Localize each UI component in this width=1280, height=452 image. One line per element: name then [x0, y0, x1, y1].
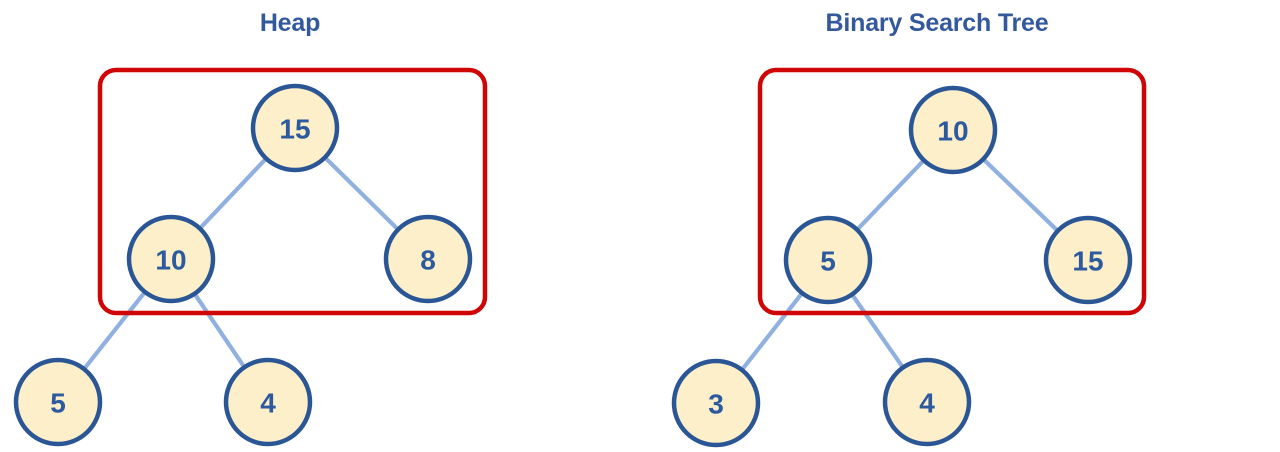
- highlight-boxes-layer: [97, 67, 1147, 316]
- node-circle: [908, 85, 998, 175]
- tree-edge: [854, 157, 927, 233]
- node-circle: [882, 357, 972, 447]
- node-label: 5: [820, 246, 836, 277]
- tree-edge: [322, 154, 401, 233]
- tree-edge: [81, 289, 148, 372]
- node-label: 4: [260, 388, 276, 419]
- node-circle: [250, 83, 340, 173]
- tree-node[interactable]: 10: [126, 214, 216, 304]
- node-circle: [383, 214, 473, 304]
- node-circle: [223, 357, 313, 447]
- tree-edge: [739, 290, 805, 373]
- tree-node[interactable]: 3: [671, 358, 761, 448]
- node-circle: [783, 215, 873, 305]
- node-circle: [671, 358, 761, 448]
- node-label: 3: [708, 389, 724, 420]
- tree-node[interactable]: 15: [250, 83, 340, 173]
- nodes-layer: 15 10 8 5 4 10 5 15 3 4: [13, 83, 1133, 448]
- tree-node[interactable]: 8: [383, 214, 473, 304]
- tree-edge: [197, 155, 269, 232]
- heap-highlight-box: [97, 67, 488, 316]
- node-label: 8: [420, 245, 436, 276]
- node-label: 10: [155, 245, 186, 276]
- tree-node[interactable]: 5: [783, 215, 873, 305]
- node-label: 4: [919, 388, 935, 419]
- heap-panel-title: Heap: [259, 9, 321, 37]
- tree-node[interactable]: 15: [1043, 215, 1133, 305]
- bst-highlight-box: [757, 67, 1147, 316]
- tree-edge: [849, 291, 906, 371]
- node-label: 15: [279, 114, 310, 145]
- node-label: 10: [937, 116, 968, 147]
- tree-node[interactable]: 4: [223, 357, 313, 447]
- node-label: 5: [50, 388, 66, 419]
- node-label: 15: [1072, 246, 1103, 277]
- tree-node[interactable]: 5: [13, 357, 103, 447]
- tree-edge: [191, 290, 248, 371]
- edges-layer: [81, 154, 1061, 373]
- bst-panel-title: Binary Search Tree: [825, 9, 1049, 37]
- tree-edge: [980, 156, 1061, 234]
- node-circle: [13, 357, 103, 447]
- node-circle: [1043, 215, 1133, 305]
- tree-node[interactable]: 10: [908, 85, 998, 175]
- tree-node[interactable]: 4: [882, 357, 972, 447]
- node-circle: [126, 214, 216, 304]
